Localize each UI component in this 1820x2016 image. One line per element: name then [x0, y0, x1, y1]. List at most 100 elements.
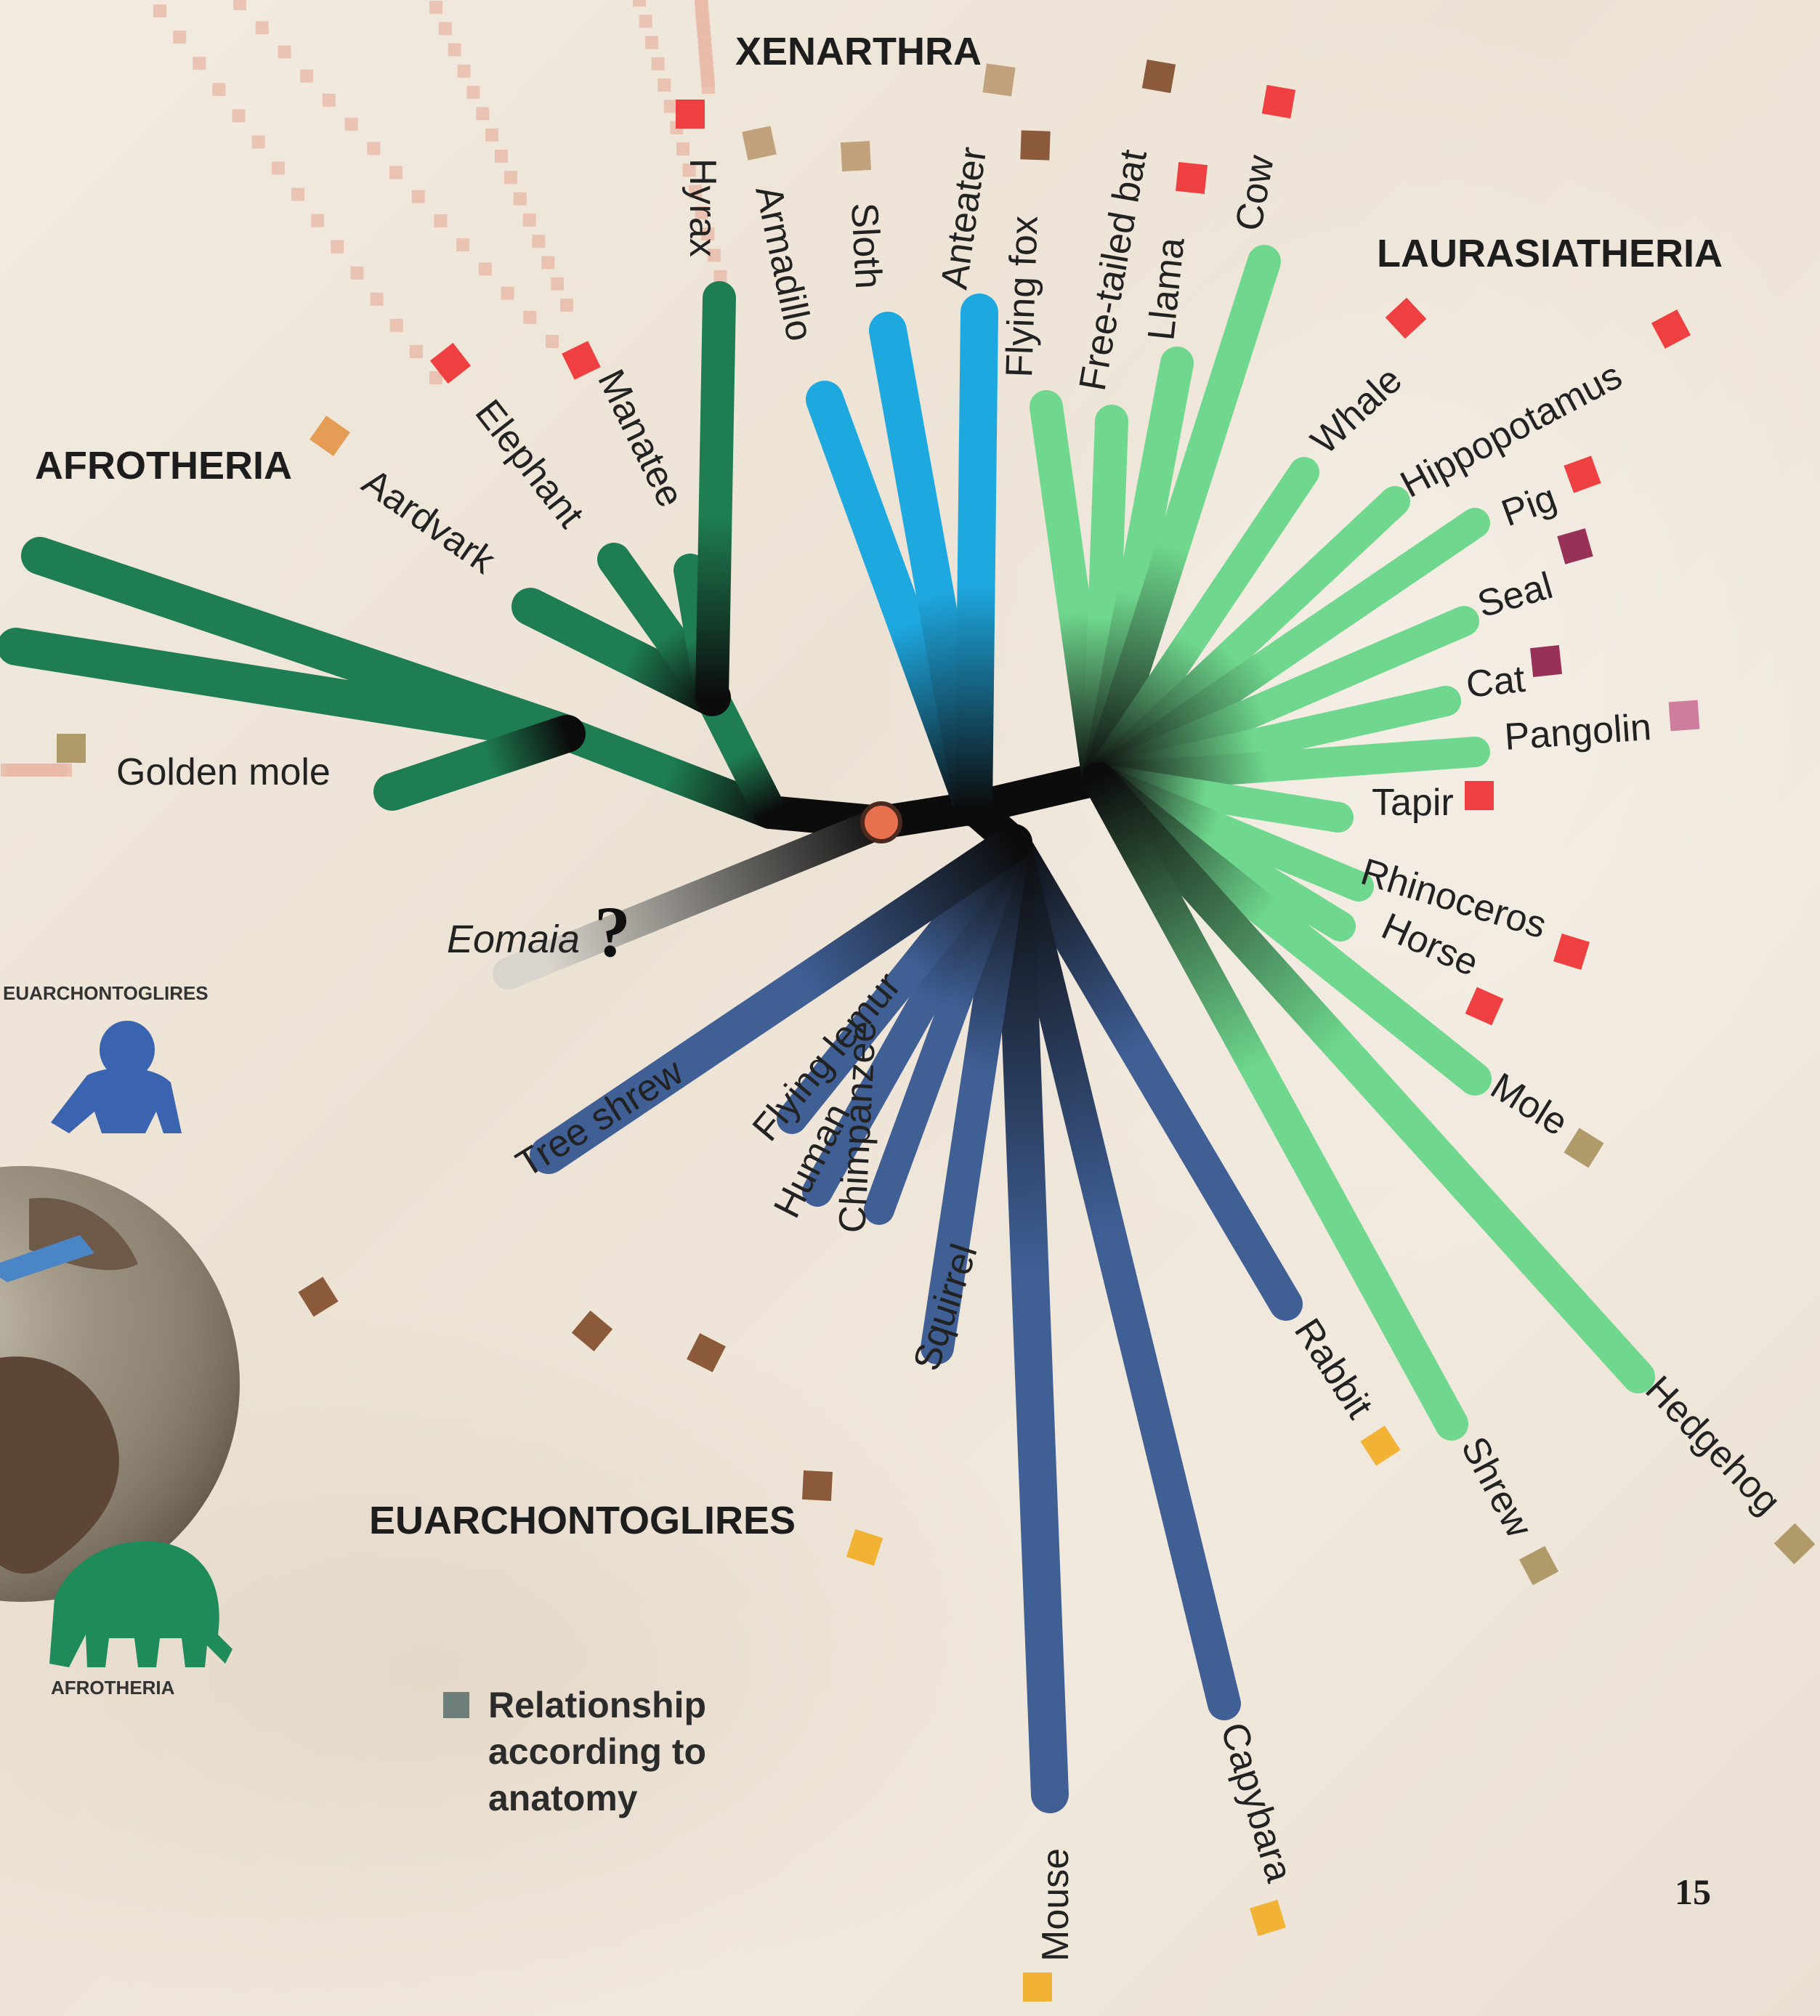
lineage-dot — [232, 109, 246, 122]
lineage-dot — [300, 70, 313, 83]
species-marker — [1465, 987, 1504, 1026]
species-marker — [1669, 700, 1700, 732]
species-label: Cat — [1464, 658, 1527, 706]
species-marker — [1023, 1972, 1052, 2001]
lineage-dot — [633, 0, 646, 7]
lineage-dot — [412, 190, 425, 203]
lineage-dot — [541, 256, 554, 269]
species-label: Squirrel — [905, 1239, 986, 1375]
species-label: Mole — [1484, 1065, 1575, 1144]
lineage-dot — [479, 262, 492, 275]
species-label: Capybara — [1213, 1718, 1301, 1887]
group-label-euarchontoglires: EUARCHONTOGLIRES — [369, 1498, 796, 1543]
species-label: Flying fox — [998, 215, 1046, 378]
species-marker — [1557, 528, 1593, 564]
species-marker — [298, 1276, 338, 1316]
lineage-dot — [658, 78, 671, 92]
species-marker — [1553, 934, 1590, 970]
lineage-dot — [652, 57, 665, 70]
species-label: Seal — [1473, 564, 1557, 626]
lineage-dot — [345, 118, 358, 131]
globe-illustration — [0, 1166, 240, 1602]
lineage-dot — [173, 31, 186, 44]
species-marker — [310, 416, 350, 456]
legend-line: according to — [488, 1728, 866, 1775]
globe-label-euarchontoglires: EUARCHONTOGLIRES — [3, 982, 209, 1005]
species-marker — [982, 63, 1015, 96]
eomaia-label: Eomaia — [447, 917, 580, 962]
species-marker — [1386, 298, 1427, 339]
lineage-dot — [560, 299, 573, 312]
species-marker — [1564, 1128, 1603, 1167]
legend-text: Relationship according to anatomy — [488, 1682, 866, 1821]
species-label: Rabbit — [1286, 1311, 1381, 1426]
lineage-dot — [439, 22, 452, 35]
primate-silhouette-icon — [51, 1021, 182, 1133]
lineage-dot — [523, 311, 536, 324]
lineage-dot — [331, 240, 344, 254]
lineage-dot — [702, 81, 715, 94]
lineage-dot — [278, 45, 291, 58]
lineage-dot — [514, 193, 527, 206]
legend-line: Relationship — [488, 1682, 866, 1728]
lineage-dot — [532, 235, 545, 248]
lineage-dot — [212, 83, 225, 96]
lineage-dot — [466, 86, 480, 99]
lineage-dot — [193, 57, 206, 70]
lineage-dot — [350, 267, 363, 280]
species-marker — [742, 126, 776, 160]
species-marker — [1020, 130, 1050, 160]
species-marker — [1774, 1523, 1816, 1565]
species-label: Manatee — [589, 363, 692, 514]
branch-hyrax — [712, 298, 719, 697]
branch-anteater — [974, 312, 979, 808]
group-label-afrotheria: AFROTHERIA — [35, 443, 292, 488]
species-marker — [1250, 1900, 1286, 1936]
species-marker — [1530, 645, 1562, 677]
species-label: Anteater — [933, 145, 995, 292]
species-marker — [57, 734, 86, 763]
species-marker — [1651, 309, 1691, 349]
lineage-dot — [645, 36, 658, 49]
lineage-dot — [59, 764, 72, 777]
lineage-dot — [323, 94, 336, 107]
lineage-dot — [676, 142, 689, 155]
species-marker — [676, 100, 705, 129]
lineage-dot — [523, 214, 536, 227]
lineage-dot — [434, 214, 447, 227]
species-marker — [1360, 1425, 1400, 1465]
eomaia-question-mark: ? — [594, 890, 631, 973]
lineage-dot — [495, 150, 508, 163]
lineage-dot — [252, 135, 265, 148]
lineage-dot — [233, 0, 246, 10]
lineage-dot — [551, 278, 564, 291]
species-label: Tree shrew — [509, 1050, 691, 1186]
lineage-dot — [291, 188, 304, 201]
lineage-dot — [546, 335, 559, 348]
species-marker — [802, 1470, 833, 1501]
lineage-dot — [501, 287, 514, 300]
ancestor-dot — [862, 803, 900, 841]
lineage-dot — [371, 293, 384, 306]
lineage-dot — [458, 65, 471, 78]
species-label: Llama — [1140, 235, 1192, 342]
lineage-dot — [389, 166, 403, 179]
lineage-dot — [256, 21, 269, 34]
species-label: Pangolin — [1503, 706, 1653, 758]
lineage-dot — [429, 1, 442, 14]
species-marker — [562, 341, 600, 379]
species-label: Armadillo — [747, 182, 821, 344]
species-marker — [1465, 781, 1494, 810]
species-label: Tapir — [1372, 782, 1454, 824]
species-label: Shrew — [1452, 1430, 1540, 1545]
species-marker — [1262, 85, 1295, 118]
species-label: Hyrax — [682, 158, 724, 257]
group-label-xenarthra: XENARTHRA — [735, 29, 982, 74]
lineage-dot — [504, 171, 517, 184]
lineage-dot — [153, 4, 166, 17]
lineage-dot — [713, 270, 727, 283]
species-label: Sloth — [843, 202, 889, 290]
species-label: Elephant — [467, 392, 592, 536]
species-marker — [1142, 60, 1176, 93]
